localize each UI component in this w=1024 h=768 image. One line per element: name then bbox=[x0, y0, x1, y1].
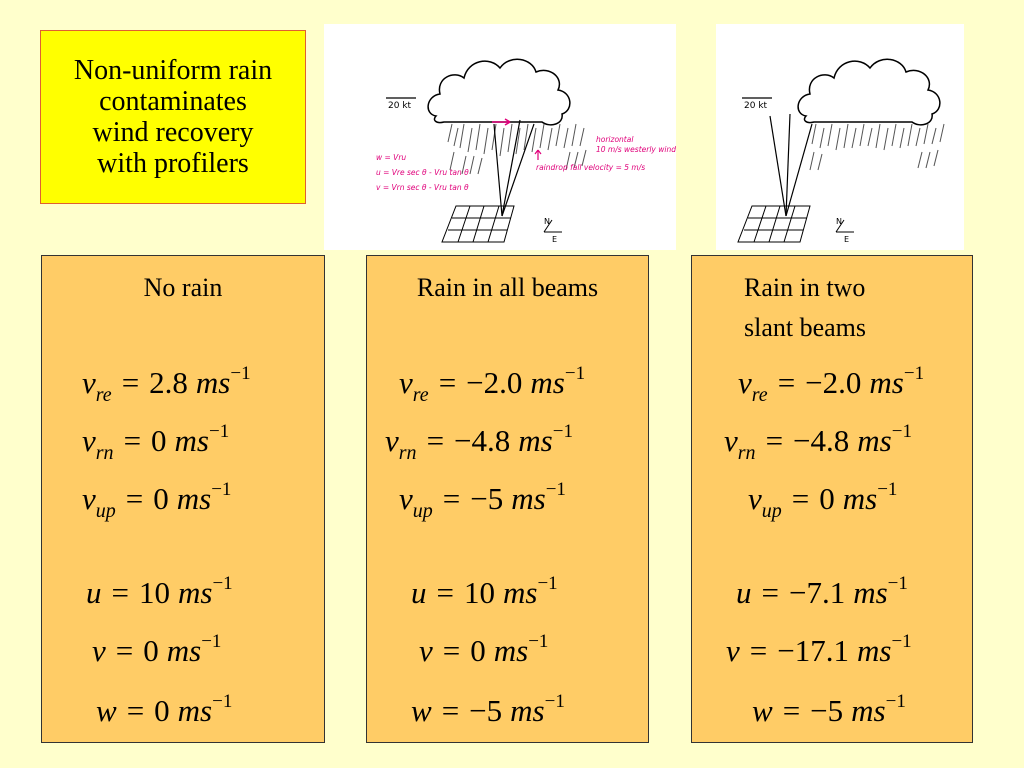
panel-heading: Rain in two slant beams bbox=[744, 268, 972, 348]
cloud-rain-illustration: 20 kt N E bbox=[737, 58, 945, 244]
title-line: contaminates bbox=[99, 86, 247, 117]
wind-arrow bbox=[492, 118, 511, 126]
title-box: Non-uniform rain contaminates wind recov… bbox=[40, 30, 306, 204]
scale-label: 20 kt bbox=[744, 101, 768, 111]
compass-icon bbox=[543, 219, 562, 233]
cloud-icon bbox=[797, 58, 941, 126]
fall-arrow bbox=[534, 149, 542, 160]
title-line: with profilers bbox=[97, 148, 249, 179]
compass-e: E bbox=[552, 235, 557, 244]
beam-equation: v = Vrn sec θ - Vru tan θ bbox=[376, 183, 469, 192]
wind-annotation: horizontal bbox=[596, 135, 634, 144]
rain-streaks bbox=[809, 123, 945, 171]
wind-annotation: 10 m/s westerly wind bbox=[596, 145, 676, 154]
panel-heading: No rain bbox=[143, 273, 223, 302]
compass-n: N bbox=[544, 217, 550, 226]
compass-e: E bbox=[844, 235, 849, 244]
title-line: Non-uniform rain bbox=[73, 55, 273, 86]
title-line: wind recovery bbox=[92, 117, 254, 148]
profiler-beams bbox=[493, 119, 535, 217]
diagram-rain-all-beams: 20 kt N E horizontal 10 m/s westerly win… bbox=[324, 24, 676, 250]
cloud-icon bbox=[427, 58, 571, 126]
compass-n: N bbox=[836, 217, 842, 226]
panel-heading: Rain in all beams bbox=[416, 273, 599, 302]
cloud-rain-illustration: 20 kt N E horizontal 10 m/s westerly win… bbox=[376, 58, 676, 244]
beam-equation: u = Vre sec θ - Vru tan θ bbox=[376, 168, 469, 177]
scale-label: 20 kt bbox=[388, 101, 412, 111]
panel-heading-line: Rain in two bbox=[744, 273, 866, 302]
ground-grid bbox=[441, 205, 515, 243]
beam-equation: w = Vru bbox=[376, 153, 406, 162]
fall-annotation: raindrop fall velocity = 5 m/s bbox=[536, 163, 645, 172]
diagram-rain-two-beams: 20 kt N E bbox=[716, 24, 964, 250]
panel-heading-line: slant beams bbox=[744, 313, 867, 342]
profiler-beams bbox=[769, 113, 813, 217]
compass-icon bbox=[835, 219, 854, 233]
rain-streaks bbox=[447, 123, 587, 175]
ground-grid bbox=[737, 205, 811, 243]
